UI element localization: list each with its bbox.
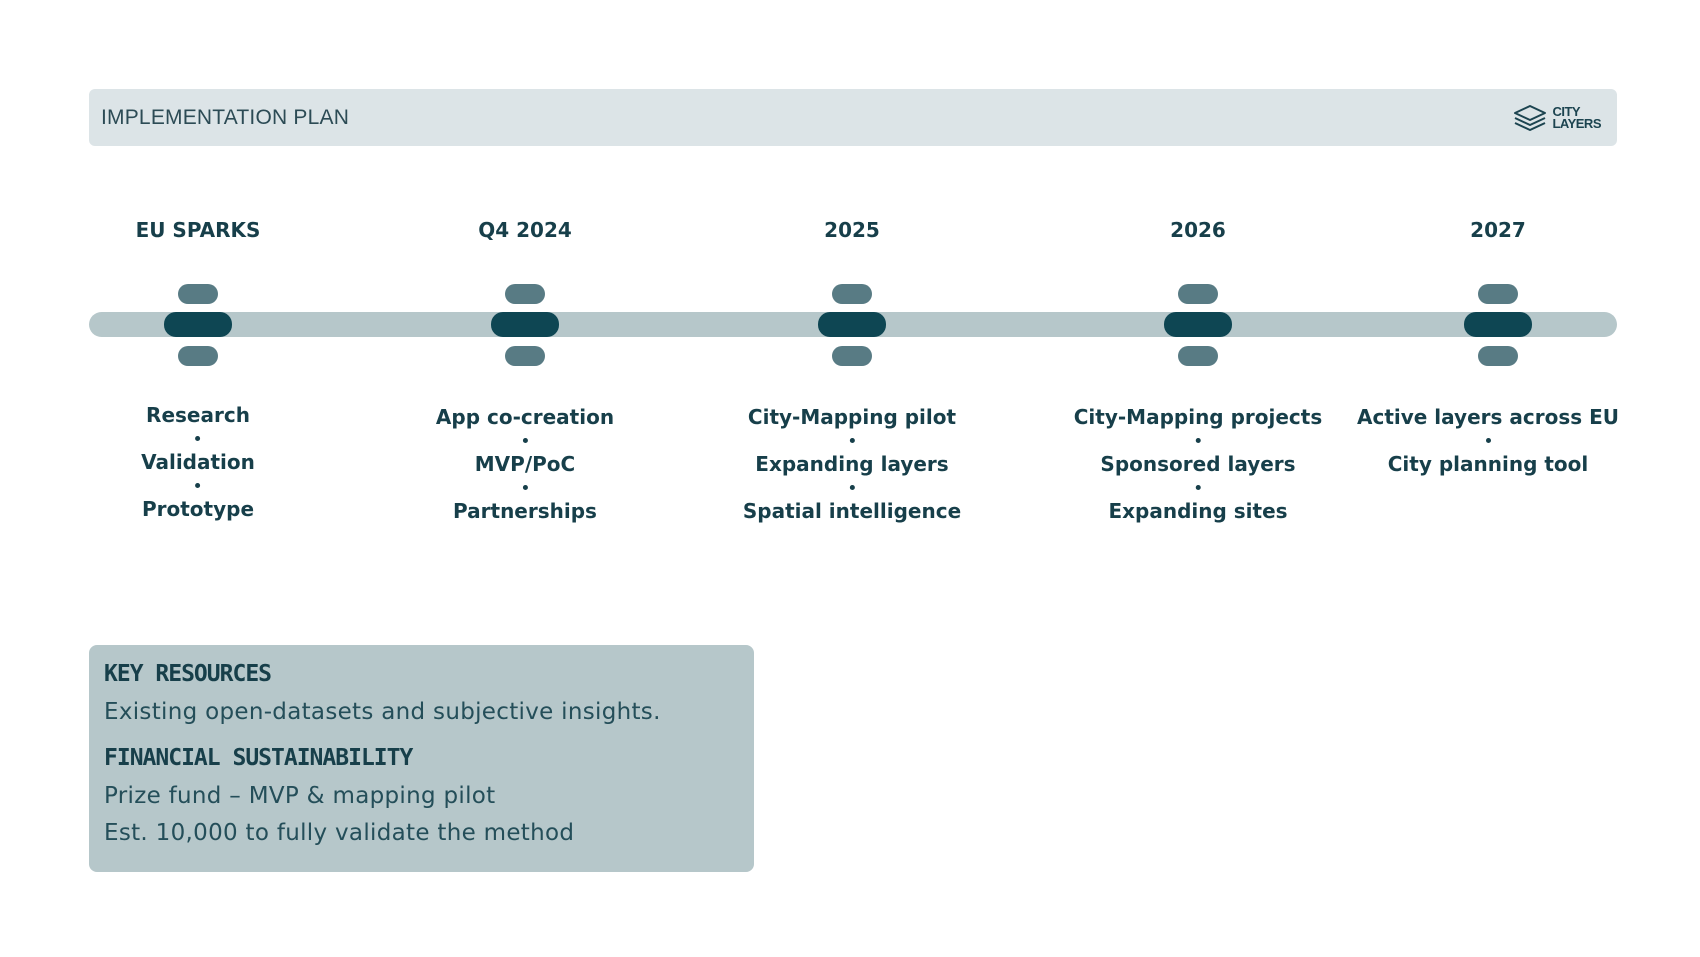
milestone-item: MVP/PoC — [474, 452, 576, 476]
milestone-item: Validation — [141, 450, 255, 474]
milestone-marker-top — [832, 284, 872, 304]
bullet-dot — [522, 438, 528, 443]
milestone-marker-main — [1164, 312, 1232, 337]
resources-panel: KEY RESOURCES Existing open-datasets and… — [89, 645, 754, 872]
milestone-item: Partnerships — [453, 499, 597, 523]
milestone-item: City-Mapping projects — [1073, 405, 1323, 429]
milestone-items: City-Mapping projects Sponsored layers E… — [1074, 404, 1323, 524]
milestone-item: Active layers across EU — [1356, 405, 1620, 429]
milestone-item: App co-creation — [435, 405, 615, 429]
key-resources-heading: KEY RESOURCES — [104, 661, 272, 687]
bullet-dot — [1485, 438, 1491, 443]
milestone-marker-main — [1464, 312, 1532, 337]
milestone-marker-bottom — [178, 346, 218, 366]
milestone-label: 2027 — [1470, 218, 1526, 242]
bullet-dot — [849, 438, 855, 443]
milestone-item: Expanding sites — [1108, 499, 1288, 523]
milestone-label: EU SPARKS — [135, 218, 261, 242]
milestone-label: 2025 — [824, 218, 880, 242]
page-title: IMPLEMENTATION PLAN — [101, 106, 350, 129]
milestone-marker-bottom — [505, 346, 545, 366]
milestone-marker-main — [491, 312, 559, 337]
milestone-marker-top — [505, 284, 545, 304]
bullet-dot — [1195, 438, 1201, 443]
logo-line-2: LAYERS — [1552, 116, 1601, 131]
logo-text: CITY LAYERS — [1552, 104, 1601, 131]
milestone-items: Research Validation Prototype — [141, 402, 255, 522]
financial-text-line-2: Est. 10,000 to fully validate the method — [104, 820, 575, 846]
milestone-item: City-Mapping pilot — [747, 405, 957, 429]
milestone-marker-top — [1178, 284, 1218, 304]
stacked-layers-icon — [1514, 105, 1547, 131]
financial-sustainability-heading: FINANCIAL SUSTAINABILITY — [104, 745, 413, 771]
city-layers-logo: CITY LAYERS — [1512, 101, 1601, 135]
milestone-item: Sponsored layers — [1100, 452, 1296, 476]
milestone-items: App co-creation MVP/PoC Partnerships — [436, 404, 614, 524]
milestone-item: City planning tool — [1387, 452, 1589, 476]
milestone-label: Q4 2024 — [478, 218, 572, 242]
milestone-marker-main — [818, 312, 886, 337]
milestone-item: Spatial intelligence — [742, 499, 962, 523]
milestone-marker-main — [164, 312, 232, 337]
bullet-dot — [849, 485, 855, 490]
header-bar: IMPLEMENTATION PLAN CITY LAYERS — [89, 89, 1617, 146]
milestone-label: 2026 — [1170, 218, 1226, 242]
milestone-item: Prototype — [141, 497, 255, 521]
milestone-items: City-Mapping pilot Expanding layers Spat… — [743, 404, 961, 524]
milestone-marker-bottom — [1478, 346, 1518, 366]
milestone-marker-top — [1478, 284, 1518, 304]
bullet-dot — [195, 436, 201, 441]
milestone-marker-bottom — [1178, 346, 1218, 366]
milestone-item: Research — [146, 403, 250, 427]
bullet-dot — [522, 485, 528, 490]
bullet-dot — [1195, 485, 1201, 490]
financial-text-line-1: Prize fund – MVP & mapping pilot — [104, 783, 496, 809]
milestone-items: Active layers across EU City planning to… — [1357, 404, 1619, 477]
key-resources-text: Existing open-datasets and subjective in… — [104, 699, 661, 725]
bullet-dot — [195, 483, 201, 488]
logo-line-1: CITY — [1552, 104, 1581, 119]
milestone-item: Expanding layers — [755, 452, 949, 476]
milestone-marker-top — [178, 284, 218, 304]
milestone-marker-bottom — [832, 346, 872, 366]
